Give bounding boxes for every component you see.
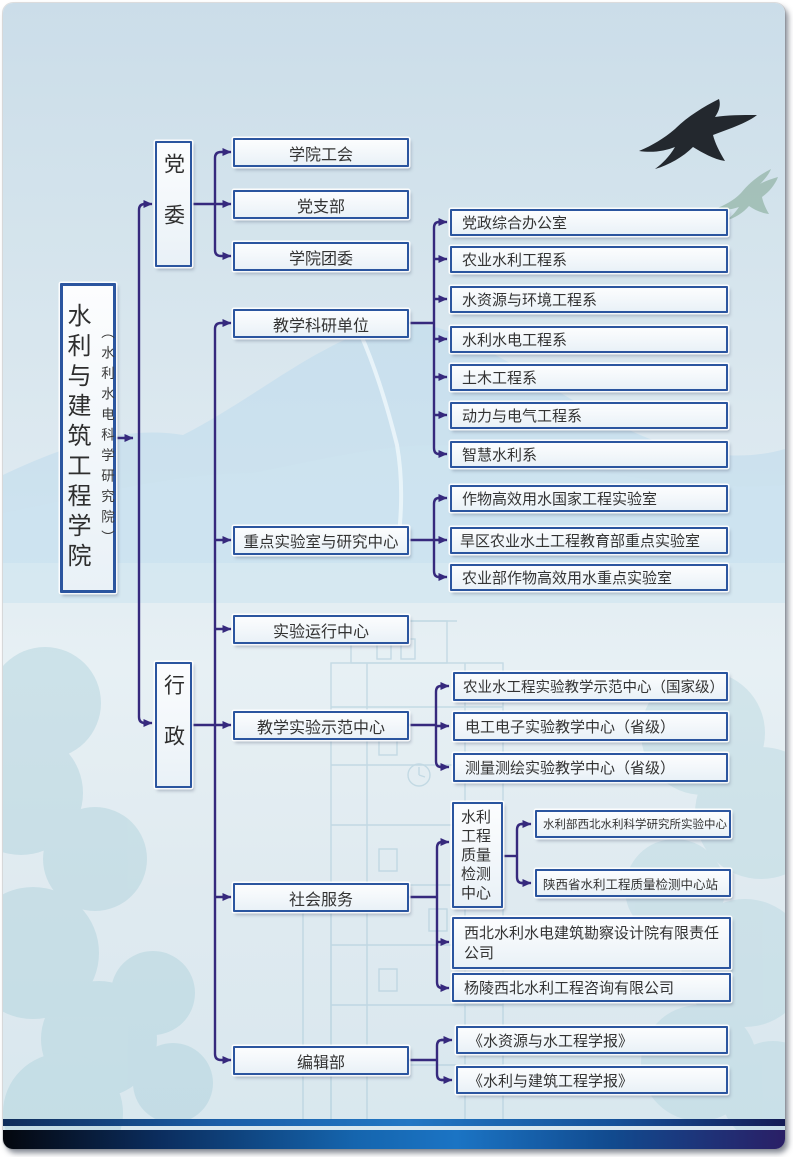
great-wall-line bbox=[359, 334, 404, 544]
social-service-label: 社会服务 bbox=[288, 889, 353, 909]
shaanxi-quality-station-label: 陕西省水利工程质量检测中心站 bbox=[543, 876, 719, 892]
power-electrical-eng-dept-label: 动力与电气工程系 bbox=[462, 407, 583, 425]
node-crop-water-national-lab: 作物高效用水国家工程实验室 bbox=[450, 485, 728, 512]
node-arid-agri-soil-water-moe-lab: 旱区农业水土工程教育部重点实验室 bbox=[450, 527, 728, 554]
node-smart-water-dept: 智慧水利系 bbox=[450, 441, 728, 468]
node-party-committee: 党委 bbox=[155, 141, 192, 267]
node-agri-water-demo-center-national: 农业水工程实验教学示范中心（国家级） bbox=[453, 672, 728, 701]
node-youth-league: 学院团委 bbox=[233, 242, 409, 271]
teaching-demo-centers-label: 教学实验示范中心 bbox=[256, 717, 385, 737]
node-surveying-mapping-center-provincial: 测量测绘实验教学中心（省级） bbox=[453, 753, 728, 782]
key-labs-label: 重点实验室与研究中心 bbox=[243, 532, 399, 551]
node-party-branch: 党支部 bbox=[233, 190, 409, 219]
party-committee-label: 党委 bbox=[161, 153, 186, 255]
dove-icon bbox=[715, 169, 778, 221]
electrical-electronics-center-provincial-label: 电工电子实验教学中心（省级） bbox=[465, 718, 676, 736]
node-journal-water-resources: 《水资源与水工程学报》 bbox=[456, 1026, 728, 1054]
node-teaching-research-units: 教学科研单位 bbox=[233, 309, 409, 338]
background-scenery bbox=[3, 99, 785, 1149]
root-title: 水利与建筑工程学院 bbox=[63, 303, 91, 573]
poster-card: 水利与建筑工程学院 （水利水电科学研究院） 党委 行政 学院工会 党支部 学院团… bbox=[3, 3, 785, 1149]
journal-water-architecture-label: 《水利与建筑工程学报》 bbox=[468, 1071, 634, 1090]
node-quality-inspection-center: 水利工程质量检测中心 bbox=[452, 802, 503, 908]
node-editorial-dept: 编辑部 bbox=[233, 1046, 409, 1075]
quality-inspection-center-label: 水利工程质量检测中心 bbox=[461, 807, 492, 902]
youth-league-label: 学院团委 bbox=[288, 248, 353, 268]
node-social-service: 社会服务 bbox=[233, 883, 409, 912]
node-electrical-electronics-center-provincial: 电工电子实验教学中心（省级） bbox=[453, 712, 728, 741]
eagle-icon bbox=[639, 99, 757, 169]
arid-agri-soil-water-moe-lab-label: 旱区农业水土工程教育部重点实验室 bbox=[460, 532, 701, 550]
bottom-bar-thick bbox=[3, 1130, 785, 1149]
node-party-admin-office: 党政综合办公室 bbox=[450, 209, 728, 236]
crop-water-national-lab-label: 作物高效用水国家工程实验室 bbox=[462, 490, 658, 508]
node-agricultural-water-eng-dept: 农业水利工程系 bbox=[450, 246, 728, 273]
journal-water-resources-label: 《水资源与水工程学报》 bbox=[468, 1031, 634, 1050]
moa-crop-water-lab-label: 农业部作物高效用水重点实验室 bbox=[462, 569, 673, 587]
connector-arrows bbox=[116, 148, 532, 1084]
experiment-operation-center-label: 实验运行中心 bbox=[272, 621, 369, 641]
water-resources-env-eng-dept-label: 水资源与环境工程系 bbox=[462, 291, 598, 309]
teaching-research-units-label: 教学科研单位 bbox=[272, 315, 369, 335]
agricultural-water-eng-dept-label: 农业水利工程系 bbox=[462, 251, 568, 269]
node-hydraulic-hydropower-eng-dept: 水利水电工程系 bbox=[450, 326, 728, 353]
yangling-consulting-company-label: 杨陵西北水利工程咨询有限公司 bbox=[464, 979, 675, 997]
node-water-resources-env-eng-dept: 水资源与环境工程系 bbox=[450, 286, 728, 313]
node-journal-water-architecture: 《水利与建筑工程学报》 bbox=[456, 1066, 728, 1094]
node-shaanxi-quality-station: 陕西省水利工程质量检测中心站 bbox=[535, 869, 731, 897]
node-teaching-demo-centers: 教学实验示范中心 bbox=[233, 711, 409, 740]
editorial-dept-label: 编辑部 bbox=[296, 1052, 345, 1072]
mwr-northwest-lab-center-label: 水利部西北水利科学研究所实验中心 bbox=[543, 817, 727, 831]
mountain-foothills bbox=[3, 445, 785, 603]
node-northwest-survey-design-company: 西北水利水电建筑勘察设计院有限责任公司 bbox=[452, 917, 731, 969]
node-mwr-northwest-lab-center: 水利部西北水利科学研究所实验中心 bbox=[535, 810, 731, 838]
root-subtitle: （水利水电科学研究院） bbox=[98, 325, 114, 551]
party-admin-office-label: 党政综合办公室 bbox=[462, 214, 568, 232]
civil-eng-dept-label: 土木工程系 bbox=[462, 369, 538, 387]
agri-water-demo-center-national-label: 农业水工程实验教学示范中心（国家级） bbox=[463, 680, 724, 696]
node-experiment-operation-center: 实验运行中心 bbox=[233, 615, 409, 644]
college-union-label: 学院工会 bbox=[288, 144, 353, 164]
node-college-union: 学院工会 bbox=[233, 138, 409, 167]
node-power-electrical-eng-dept: 动力与电气工程系 bbox=[450, 402, 728, 429]
node-yangling-consulting-company: 杨陵西北水利工程咨询有限公司 bbox=[452, 973, 731, 1002]
node-moa-crop-water-lab: 农业部作物高效用水重点实验室 bbox=[450, 564, 728, 591]
northwest-survey-design-company-label: 西北水利水电建筑勘察设计院有限责任公司 bbox=[464, 923, 720, 962]
node-admin: 行政 bbox=[155, 662, 192, 788]
bottom-bar-thin bbox=[3, 1119, 785, 1126]
node-root: 水利与建筑工程学院 （水利水电科学研究院） bbox=[60, 283, 116, 593]
admin-label: 行政 bbox=[161, 674, 186, 776]
node-civil-eng-dept: 土木工程系 bbox=[450, 364, 728, 391]
smart-water-dept-label: 智慧水利系 bbox=[462, 446, 538, 464]
node-key-labs: 重点实验室与研究中心 bbox=[233, 526, 409, 555]
surveying-mapping-center-provincial-label: 测量测绘实验教学中心（省级） bbox=[465, 759, 676, 777]
party-branch-label: 党支部 bbox=[296, 196, 345, 216]
left-trees bbox=[3, 647, 213, 1149]
hydraulic-hydropower-eng-dept-label: 水利水电工程系 bbox=[462, 331, 568, 349]
